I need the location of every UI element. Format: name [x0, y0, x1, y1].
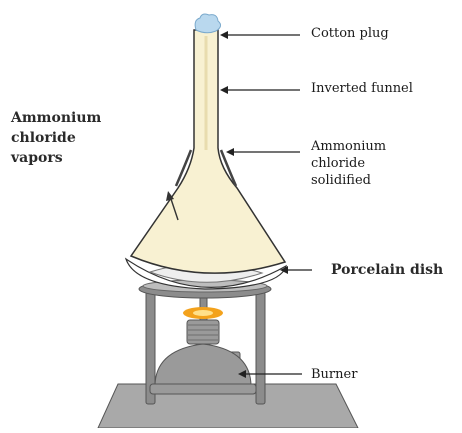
- flame-icon: [183, 307, 223, 319]
- label-line: chloride: [11, 128, 101, 148]
- label-line: chloride: [311, 155, 386, 172]
- label-line: Ammonium: [311, 138, 386, 155]
- label-inverted-funnel: Inverted funnel: [311, 80, 413, 97]
- label-porcelain-dish: Porcelain dish: [331, 260, 443, 280]
- label-line: vapors: [11, 148, 101, 168]
- label-cotton-plug: Cotton plug: [311, 25, 389, 42]
- label-line: Ammonium: [11, 108, 101, 128]
- label-ammonium-chloride-vapors: Ammonium chloride vapors: [11, 108, 101, 168]
- label-line: solidified: [311, 172, 386, 189]
- burner-icon: [150, 320, 256, 394]
- label-ammonium-chloride-solidified: Ammonium chloride solidified: [311, 138, 386, 189]
- label-burner: Burner: [311, 366, 357, 383]
- cotton-plug-icon: [195, 14, 220, 33]
